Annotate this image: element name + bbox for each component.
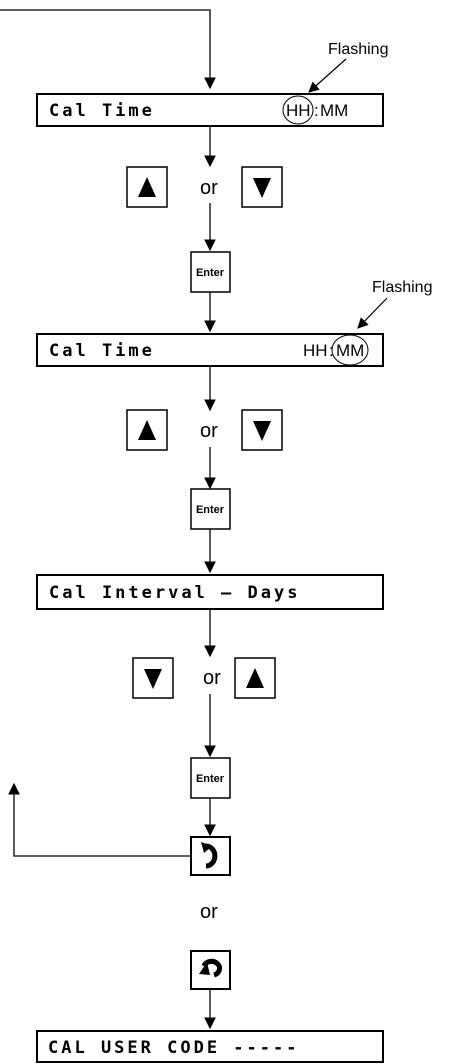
entry-connector <box>0 9 216 90</box>
flashing-pointer <box>357 297 388 329</box>
lcd-field-mm: MM <box>320 101 348 120</box>
lcd-label: Cal Time <box>49 101 155 121</box>
lcd-field-mm: MM <box>336 341 364 360</box>
rotate-back-icon <box>199 958 222 978</box>
flashing-label: Flashing <box>328 41 388 58</box>
or-label: or <box>200 901 218 923</box>
lcd-label: Cal Interval — Days <box>49 583 300 603</box>
lcd-field-hh: HH <box>286 101 311 120</box>
lcd-field-sep: : <box>314 101 319 120</box>
lcd-label: Cal Time <box>49 341 155 361</box>
down-key[interactable] <box>241 409 283 451</box>
flashing-label: Flashing <box>372 279 432 296</box>
lcd-field-hh: HH <box>303 341 328 360</box>
rotate-forward-icon <box>201 842 218 869</box>
flashing-pointer <box>308 58 347 93</box>
rotate-back-key[interactable] <box>190 950 231 990</box>
lcd-cal-time-minutes <box>36 333 384 367</box>
flashing-highlight-circle <box>282 95 314 125</box>
lcd-cal-interval <box>36 574 384 610</box>
rotate-forward-key[interactable] <box>190 836 231 876</box>
loop-back-connector <box>8 782 191 857</box>
flashing-highlight-circle <box>331 334 369 366</box>
up-key[interactable] <box>126 166 168 208</box>
lcd-label: CAL USER CODE ----- <box>48 1038 299 1058</box>
lcd-user-code <box>36 1030 384 1063</box>
enter-key[interactable]: Enter <box>190 251 231 293</box>
enter-key[interactable]: Enter <box>190 757 231 799</box>
enter-label: Enter <box>196 773 225 785</box>
down-key[interactable] <box>241 166 283 208</box>
or-label: or <box>203 667 221 689</box>
enter-label: Enter <box>196 504 225 516</box>
lcd-field-sep: : <box>329 341 334 360</box>
up-key[interactable] <box>126 409 168 451</box>
down-arrow-icon <box>253 421 271 441</box>
up-arrow-icon <box>138 177 156 197</box>
enter-label: Enter <box>196 267 225 279</box>
down-arrow-icon <box>144 669 162 689</box>
up-key[interactable] <box>234 657 276 699</box>
enter-key[interactable]: Enter <box>190 488 231 530</box>
up-arrow-icon <box>138 420 156 440</box>
lcd-cal-time-hours <box>36 93 384 127</box>
or-label: or <box>200 420 218 442</box>
down-arrow-icon <box>253 178 271 198</box>
or-label: or <box>200 177 218 199</box>
up-arrow-icon <box>246 668 264 688</box>
down-key[interactable] <box>132 657 174 699</box>
